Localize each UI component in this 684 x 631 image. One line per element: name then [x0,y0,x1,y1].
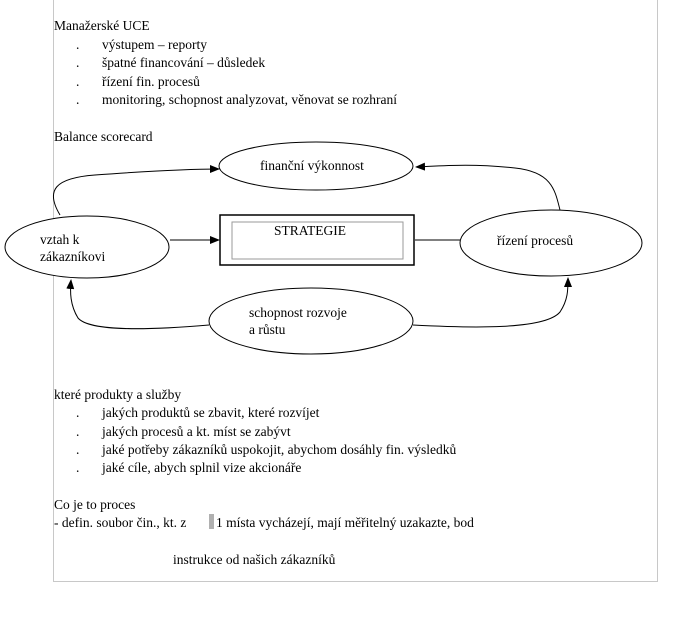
bullet-item: jakých procesů a kt. míst se zabývt [102,424,291,439]
section-heading-balance-scorecard: Balance scorecard [54,129,153,144]
arrow-bottom-to-left [66,279,210,330]
strategie-box [219,214,415,266]
node-label-rizeni: řízení procesů [497,233,574,248]
bullet-marker: . [76,405,80,420]
section-heading-manazerske: Manažerské UCE [54,18,150,33]
node-vztah-k-zakaznikovi [4,215,170,279]
strategie-label: STRATEGIE [274,223,346,238]
definition-text-start: - defin. soubor čin., kt. z [54,515,187,530]
bullet-marker: . [76,37,80,52]
page-border-right [657,0,658,581]
text-selection-marker [209,514,214,529]
page-border-left [53,0,54,581]
strategie-box-inner [231,221,404,260]
bullet-marker: . [76,74,80,89]
page-border-bottom [53,581,658,582]
bullet-marker: . [76,460,80,475]
node-schopnost-rozvoje [208,287,414,355]
arrow-left-to-financni [52,165,220,216]
bullet-item: výstupem – reporty [102,37,207,52]
node-rizeni-procesu [459,209,643,277]
section-heading-produkty: které produkty a služby [54,387,182,402]
definition-text-end: 1 místa vycházejí, mají měřitelný uzakaz… [216,515,474,530]
node-label-schopnost: schopnost rozvoje [249,305,347,320]
arrow-right-to-financni [415,162,561,211]
bullet-marker: . [76,92,80,107]
node-label-rustu: a růstu [249,322,286,337]
bullet-marker: . [76,442,80,457]
note-instrukce: instrukce od našich zákazníků [173,552,336,567]
node-label-financni: finanční výkonnost [260,158,364,173]
arrow-bottom-to-right [412,277,572,328]
bullet-item: jaké cíle, abych splnil vize akcionáře [102,460,302,475]
bullet-item: jakých produktů se zbavit, které rozvíje… [102,405,320,420]
bullet-item: špatné financování – důsledek [102,55,266,70]
bullet-item: řízení fin. procesů [102,74,200,89]
node-label-zakaznikovi: zákazníkovi [40,249,106,264]
bullet-marker: . [76,424,80,439]
bullet-marker: . [76,55,80,70]
bullet-item: monitoring, schopnost analyzovat, věnova… [102,92,398,107]
section-heading-proces: Co je to proces [54,497,136,512]
node-label-vztah: vztah k [40,232,80,247]
bullet-item: jaké potřeby zákazníků uspokojit, abycho… [102,442,457,457]
